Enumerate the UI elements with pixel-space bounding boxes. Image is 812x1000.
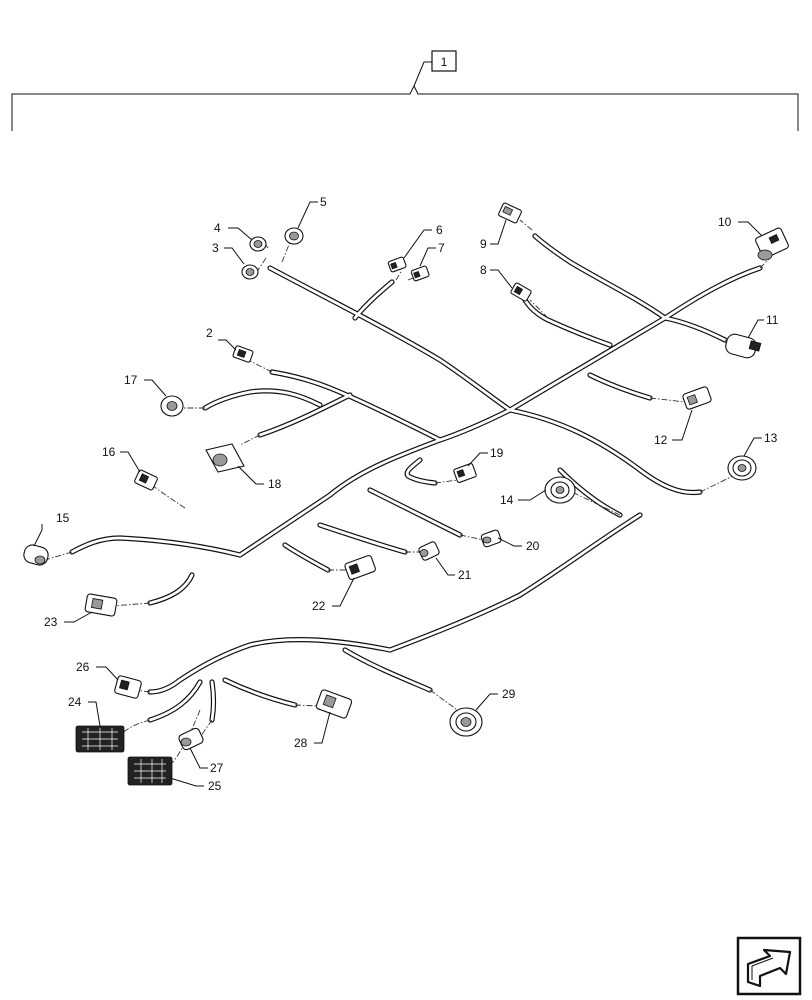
assembly-callout-box bbox=[431, 50, 457, 72]
callout-18: 18 bbox=[268, 477, 282, 491]
connectors bbox=[23, 202, 789, 786]
wire-core bbox=[270, 370, 442, 442]
wire-outline bbox=[147, 572, 195, 606]
callout-28: 28 bbox=[294, 736, 308, 750]
connector-29 bbox=[449, 707, 483, 737]
connector-18 bbox=[205, 443, 245, 473]
wire-core bbox=[318, 523, 407, 554]
wire-core bbox=[203, 389, 322, 410]
wire-core bbox=[148, 573, 194, 605]
callout-2: 2 bbox=[206, 326, 213, 340]
wire-core bbox=[353, 280, 394, 320]
callout-10: 10 bbox=[718, 215, 732, 229]
connector-25 bbox=[127, 756, 173, 786]
connector-21 bbox=[418, 541, 440, 561]
wire-core bbox=[558, 468, 622, 517]
callout-21: 21 bbox=[458, 568, 472, 582]
wire-core bbox=[283, 543, 330, 572]
wire-core bbox=[405, 458, 437, 485]
wire-core bbox=[148, 638, 392, 694]
connector-12 bbox=[682, 386, 712, 410]
connector-14 bbox=[544, 476, 576, 504]
connector-6 bbox=[387, 256, 407, 273]
connector-23 bbox=[84, 593, 118, 617]
wire-core bbox=[343, 648, 432, 692]
connector-2 bbox=[232, 345, 254, 363]
wire-outline bbox=[147, 636, 393, 695]
callout-16: 16 bbox=[102, 445, 116, 459]
callout-15: 15 bbox=[56, 511, 70, 525]
callout-26: 26 bbox=[76, 660, 90, 674]
wire-core bbox=[148, 680, 202, 722]
callout-11: 11 bbox=[766, 313, 779, 327]
connector-24 bbox=[75, 725, 125, 753]
callout-12: 12 bbox=[654, 433, 668, 447]
connector-27 bbox=[178, 727, 204, 751]
wire-core bbox=[388, 513, 642, 652]
wire-core bbox=[368, 488, 462, 537]
callout-17: 17 bbox=[124, 373, 138, 387]
harness-wires bbox=[69, 233, 763, 723]
connector-11 bbox=[725, 333, 762, 359]
wire-core bbox=[258, 393, 352, 437]
wire-core bbox=[210, 680, 215, 722]
wire-core bbox=[588, 373, 652, 400]
callout-labels: 2 3 4 5 6 7 8 9 10 11 12 13 14 15 16 17 … bbox=[44, 195, 779, 793]
connector-26 bbox=[114, 675, 142, 699]
connector-28 bbox=[315, 689, 353, 719]
callout-24: 24 bbox=[68, 695, 82, 709]
callout-3: 3 bbox=[212, 241, 219, 255]
next-page-arrow-icon[interactable] bbox=[736, 936, 802, 996]
wire-core bbox=[523, 298, 612, 347]
connector-19 bbox=[453, 463, 477, 483]
wire-core bbox=[508, 408, 702, 494]
callout-14: 14 bbox=[500, 493, 514, 507]
wire-outline bbox=[507, 407, 703, 496]
callout-8: 8 bbox=[480, 263, 487, 277]
callout-5: 5 bbox=[320, 195, 327, 209]
connector-4 bbox=[249, 236, 267, 252]
connector-7 bbox=[410, 265, 430, 282]
callout-leaders bbox=[33, 201, 764, 787]
callout-27: 27 bbox=[210, 761, 224, 775]
connector-10 bbox=[755, 227, 789, 261]
wire-outline bbox=[147, 679, 203, 723]
callout-22: 22 bbox=[312, 599, 326, 613]
wire-core bbox=[663, 316, 727, 342]
wire-core bbox=[533, 234, 667, 320]
connector-8 bbox=[510, 282, 532, 302]
connector-17 bbox=[160, 395, 184, 417]
wire-core bbox=[238, 408, 512, 557]
wire-core bbox=[70, 536, 242, 557]
callout-9: 9 bbox=[480, 237, 487, 251]
connector-13 bbox=[727, 455, 757, 481]
connector-16 bbox=[134, 469, 158, 491]
wire-core bbox=[223, 678, 297, 707]
assembly-bracket: 1 bbox=[11, 50, 799, 131]
wire-outline bbox=[387, 512, 643, 653]
connector-22 bbox=[344, 554, 376, 580]
callout-19: 19 bbox=[490, 446, 504, 460]
callout-25: 25 bbox=[208, 779, 222, 793]
connector-5 bbox=[284, 227, 304, 245]
connector-15 bbox=[23, 544, 49, 566]
callout-13: 13 bbox=[764, 431, 778, 445]
wire-outline bbox=[522, 297, 613, 348]
callout-29: 29 bbox=[502, 687, 516, 701]
connector-9 bbox=[498, 202, 522, 224]
wire-outline bbox=[269, 369, 443, 443]
dashed-leads bbox=[44, 219, 771, 766]
callout-23: 23 bbox=[44, 615, 58, 629]
callout-7: 7 bbox=[438, 241, 445, 255]
callout-6: 6 bbox=[436, 223, 443, 237]
callout-4: 4 bbox=[214, 221, 221, 235]
connector-20 bbox=[480, 529, 502, 548]
connector-3 bbox=[241, 264, 259, 280]
callout-20: 20 bbox=[526, 539, 540, 553]
assembly-callout-label: 1 bbox=[441, 55, 448, 69]
